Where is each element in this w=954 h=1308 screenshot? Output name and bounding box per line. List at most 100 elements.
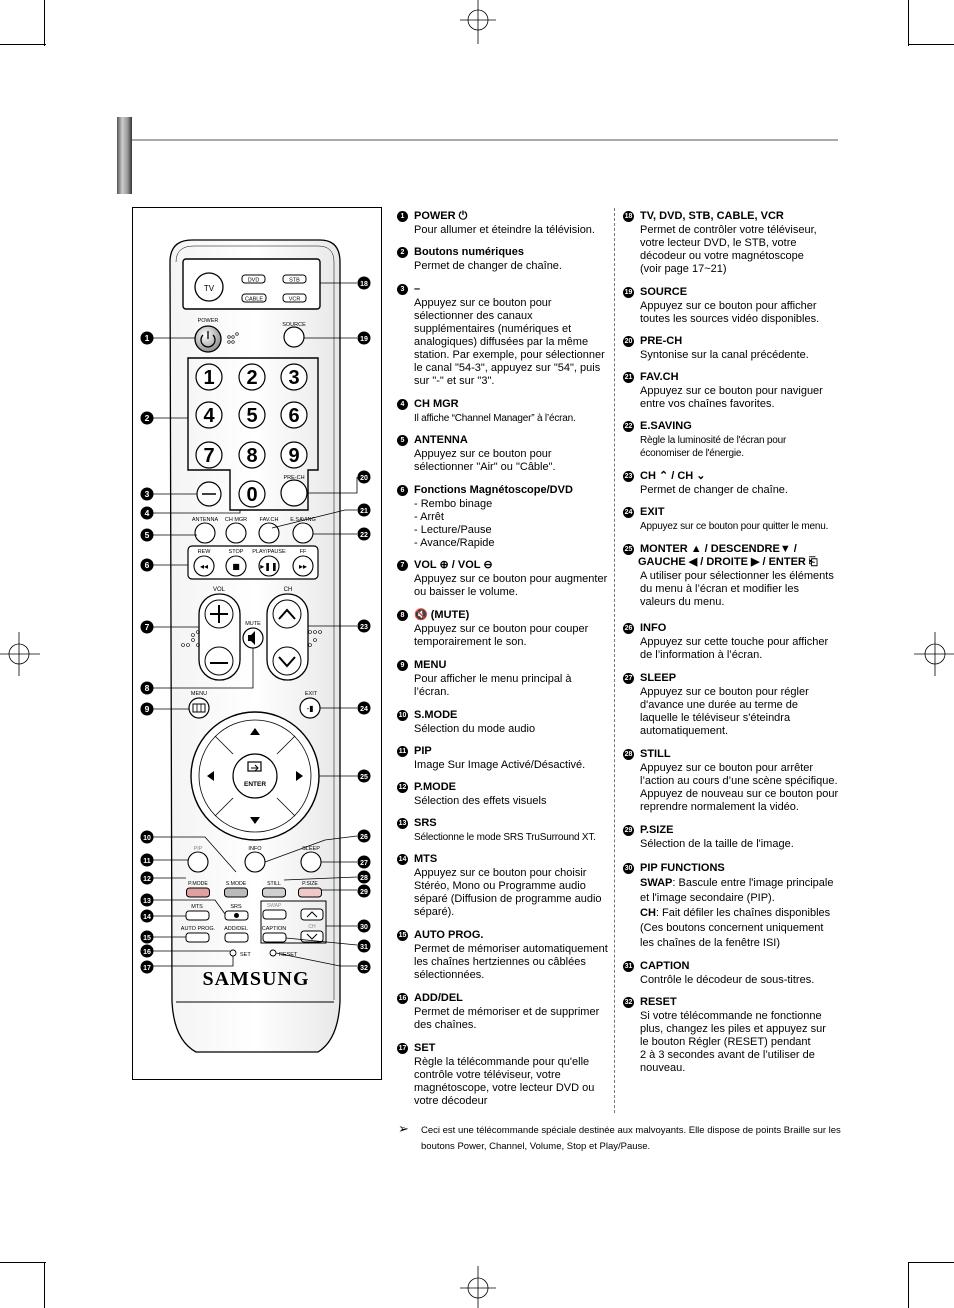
braille-dots <box>227 332 239 344</box>
reset-label: RESET <box>279 952 298 958</box>
prech-button <box>280 479 308 507</box>
callout-number: 19 <box>360 336 368 343</box>
callout-number: 23 <box>360 624 368 631</box>
item-title: STILL <box>640 748 671 760</box>
callout-number: 9 <box>145 704 150 714</box>
callout-1-badge <box>140 331 154 345</box>
callout-number: 21 <box>360 508 368 515</box>
row-button <box>258 522 280 544</box>
dvd-button <box>241 274 266 284</box>
registration-mark-top <box>460 0 496 44</box>
callout-5-badge <box>140 528 154 542</box>
mts-button <box>185 910 210 921</box>
callout-10-badge <box>140 830 154 844</box>
remote-panel <box>132 207 382 1080</box>
callout-29-badge <box>357 884 371 898</box>
item-number-badge: 8 <box>397 610 408 621</box>
exit-label: EXIT <box>305 691 318 697</box>
callout-7-badge <box>140 620 154 634</box>
set-label: SET <box>240 952 251 958</box>
small-button <box>186 887 210 898</box>
item-number-badge: 9 <box>397 660 408 671</box>
adddel-button <box>224 932 249 943</box>
item-number-badge: 27 <box>623 673 634 684</box>
item-description: Appuyez sur ce bouton pour couper tempor… <box>414 623 589 648</box>
item-title-continued: GAUCHE ◀ / DROITE ▶ / ENTER ⎗ <box>638 556 818 568</box>
registration-mark-bottom <box>460 1266 496 1308</box>
transport-panel <box>187 545 319 580</box>
stb-label: STB <box>289 278 300 284</box>
item-title: Boutons numériques <box>414 246 525 258</box>
item-title: CH ⌃ / CH ⌄ <box>640 470 706 482</box>
row-button <box>225 522 247 544</box>
sleep-label: SLEEP <box>302 846 320 852</box>
pip-button <box>187 851 209 873</box>
item-title: ADD/DEL <box>414 992 463 1004</box>
item-title: P.MODE <box>414 781 456 793</box>
callout-number: 30 <box>360 924 368 931</box>
item-title: E.SAVING <box>640 420 692 432</box>
callout-30-badge <box>357 919 371 933</box>
source-button <box>283 326 305 348</box>
row-button-label: CH MGR <box>225 517 247 523</box>
swap-label: SWAP <box>267 903 282 909</box>
row-button-label: ANTENNA <box>192 517 219 523</box>
digit-label: 9 <box>288 445 299 467</box>
svg-text:-▮: -▮ <box>306 704 313 713</box>
swap-term: SWAP <box>640 877 673 889</box>
callout-number: 10 <box>143 835 151 842</box>
pip-ch-up-button <box>300 908 324 921</box>
item-title: ANTENNA <box>414 434 468 446</box>
item-description: Appuyez sur ce bouton pour choisir Stéré… <box>414 867 602 918</box>
callout-number: 6 <box>145 560 150 570</box>
nav-right-arrow <box>296 771 303 781</box>
registration-mark-left <box>0 632 40 676</box>
item-title: FAV.CH <box>640 371 679 383</box>
remote-inner-outline <box>175 245 335 1000</box>
item-description: Sélection des effets visuels <box>414 795 547 807</box>
callout-number: 29 <box>360 889 368 896</box>
digit-label: 2 <box>246 367 257 389</box>
small-button <box>224 887 248 898</box>
item-number-badge: 24 <box>623 507 634 518</box>
callout-16-badge <box>140 944 154 958</box>
transport-glyph: ◂◂ <box>200 562 208 571</box>
item-description: Sélection du mode audio <box>414 723 536 735</box>
item-number-badge: 15 <box>397 930 408 941</box>
digit-7-button <box>195 441 223 469</box>
item-number-badge: 16 <box>397 993 408 1004</box>
item-description: Appuyez sur ce bouton pour sélectionner … <box>414 448 556 473</box>
item-number-badge: 12 <box>397 782 408 793</box>
swap-button <box>262 909 287 920</box>
callout-number: 25 <box>360 774 368 781</box>
pip-functions-panel <box>260 900 327 944</box>
item-description: Il affiche “Channel Manager” à l’écran. <box>414 413 576 424</box>
item-title: SRS <box>414 817 437 829</box>
callout-18-badge <box>357 276 371 290</box>
row-button <box>292 522 314 544</box>
item-title: POWER ⏻ <box>414 210 468 222</box>
transport-label: PLAY/PAUSE <box>252 549 286 555</box>
item-title: MENU <box>414 659 447 671</box>
callout-number: 4 <box>145 508 150 518</box>
callout-number: 1 <box>145 333 150 343</box>
vol-label: VOL <box>213 587 226 593</box>
callout-number: 12 <box>143 876 151 883</box>
callout-3-badge <box>140 487 154 501</box>
callout-4-badge <box>140 506 154 520</box>
callout-2-badge <box>140 411 154 425</box>
crop-mark <box>908 0 909 46</box>
note-arrow: ➢ <box>398 1121 409 1136</box>
item-description: Image Sur Image Activé/Désactivé. <box>414 759 586 771</box>
transport-glyph: ▸❚❚ <box>260 562 277 571</box>
sleep-button <box>300 851 322 873</box>
crop-mark <box>0 44 46 45</box>
item-number-badge: 20 <box>623 336 634 347</box>
item-number-badge: 11 <box>397 746 408 757</box>
item-title: Fonctions Magnétoscope/DVD <box>414 484 573 496</box>
callout-21-badge <box>357 503 371 517</box>
item-number-badge: 32 <box>623 997 634 1008</box>
keypad-outline <box>187 357 319 511</box>
ch-term: CH <box>640 907 656 919</box>
small-button-label: STILL <box>267 881 281 887</box>
